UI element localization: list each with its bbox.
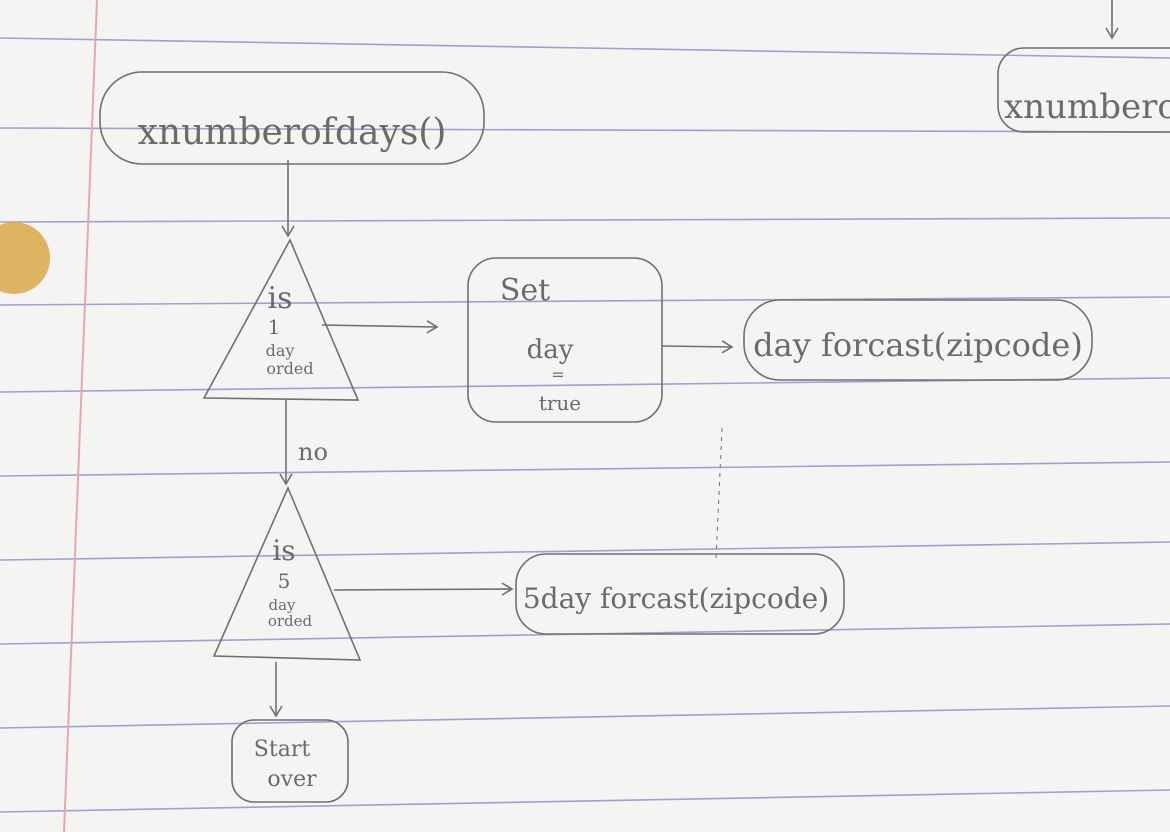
arrow-set-to-dayforecast (661, 340, 734, 354)
arrow-decision1-to-set (321, 320, 439, 334)
decision1-line1: is (268, 281, 293, 316)
set-box-line3: = (551, 365, 564, 384)
node-day-forecast (743, 299, 1093, 381)
decision2-line3: day (268, 596, 296, 614)
decision1-line4: orded (266, 359, 313, 378)
start-over-line2: over (267, 767, 317, 792)
margin-line (63, 0, 98, 832)
dashed-guide (715, 427, 723, 561)
ruled-lines (0, 37, 1170, 813)
start-over-line1: Start (254, 737, 311, 762)
set-box-line2: day (527, 335, 574, 365)
decision2-line4: orded (268, 612, 313, 630)
set-box-line1: Set (500, 273, 550, 308)
process-set-day-true (467, 257, 663, 423)
node-start-over (231, 719, 349, 803)
punch-hole (0, 222, 50, 294)
decision-is-1-day (202, 238, 360, 401)
node-number-of-right (997, 47, 1170, 133)
decision2-line1: is (272, 534, 295, 567)
decision2-line2: 5 (278, 569, 291, 593)
node-number-of-days-label: xnumberofdays() (138, 112, 447, 153)
decision-is-5-day (212, 485, 362, 661)
node-five-day-forecast-label: 5day forcast(zipcode) (523, 582, 829, 615)
node-five-day-forecast (515, 553, 845, 635)
decision1-line3: day (266, 341, 295, 360)
node-number-of-right-label: xnumberof (1004, 87, 1170, 127)
connectors (269, 0, 1119, 718)
node-number-of-days (99, 71, 485, 165)
edge-no-label: no (298, 438, 328, 466)
node-day-forecast-label: day forcast(zipcode) (753, 326, 1083, 364)
set-box-line4: true (539, 391, 581, 415)
arrow-decision2-to-fiveday (333, 582, 514, 596)
decision1-line2: 1 (268, 315, 281, 339)
